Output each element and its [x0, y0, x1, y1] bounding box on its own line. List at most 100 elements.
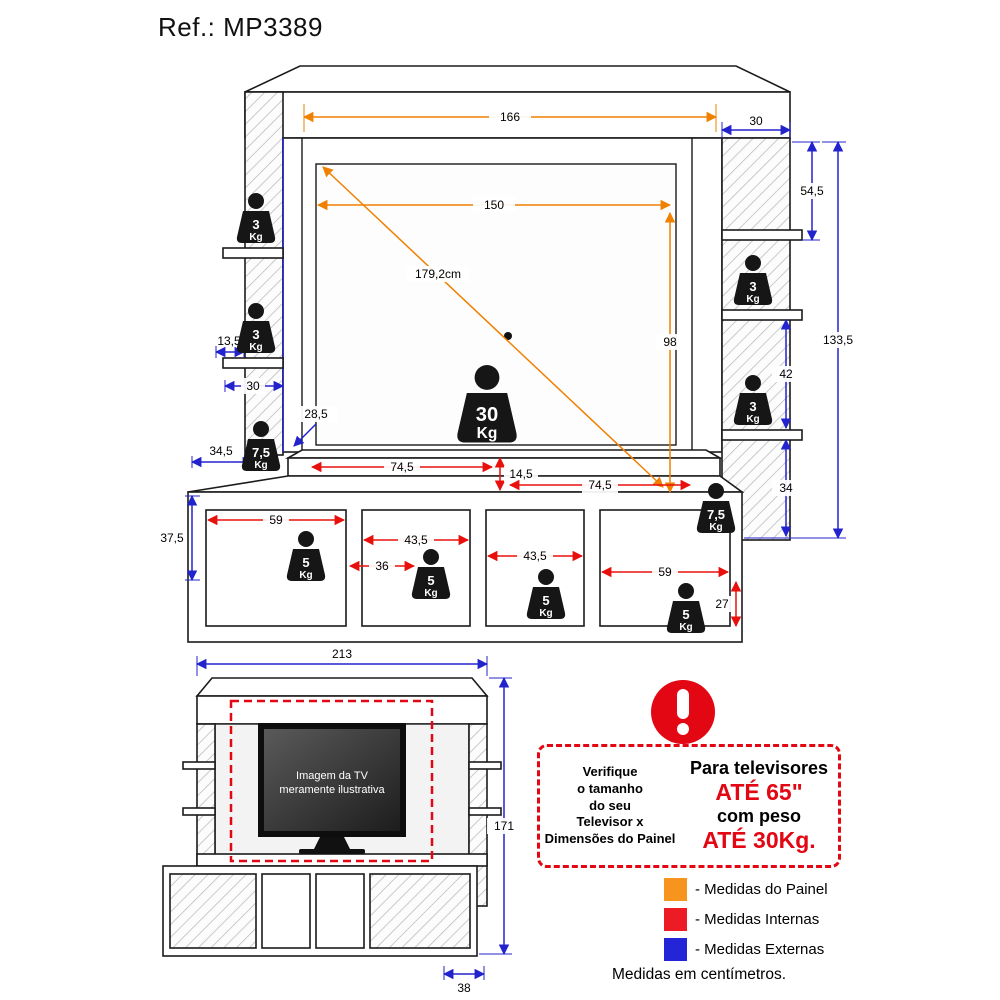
- right-total-label: 133,5: [823, 333, 853, 347]
- left-width-label: 30: [246, 379, 260, 393]
- comp4-width-label: 59: [658, 565, 672, 579]
- shelf-right-span-label: 74,5: [588, 478, 612, 492]
- panel-width-label: 166: [500, 110, 520, 124]
- legend: - Medidas do Painel - Medidas Internas -…: [664, 874, 828, 964]
- front-left-door: [169, 873, 257, 949]
- base-height-label: 37,5: [160, 531, 184, 545]
- front-width-dim: 213: [195, 647, 489, 676]
- tv-max-weight: ATÉ 30Kg.: [702, 827, 816, 854]
- comp3-width-dim: 43,5: [486, 548, 584, 564]
- tv-screen: [264, 729, 400, 831]
- alert-icon: [651, 680, 715, 744]
- external-dimensions: 30 54,5 133,5 42 34: [160, 114, 861, 582]
- page-title: Ref.: MP3389: [158, 12, 323, 42]
- front-depth-dim: 38: [442, 966, 486, 995]
- base-height-dim: 37,5: [160, 494, 200, 582]
- weight-icon-5kg: 5Kg: [526, 569, 566, 619]
- legend-internal-label: - Medidas Internas: [695, 910, 820, 928]
- svg-text:Kg: Kg: [249, 232, 262, 243]
- tv-placeholder-line1: Imagem da TV: [296, 770, 369, 782]
- right-depth-label: 30: [749, 114, 763, 128]
- panel-inner-height-label: 98: [663, 335, 677, 349]
- front-cubby-2: [315, 873, 365, 949]
- tv-max-size: ATÉ 65": [715, 778, 803, 805]
- right-upper-dim: 54,5: [792, 140, 831, 242]
- warning-line: Dimensões do Painel: [544, 831, 676, 847]
- panel-color-swatch: [664, 877, 687, 901]
- panel-inner-width-label: 150: [484, 198, 504, 212]
- internal-color-swatch: [664, 907, 687, 931]
- warning-line: Verifique: [582, 763, 638, 779]
- comp2-width-label: 43,5: [404, 533, 428, 547]
- internal-depth-dim: 36: [348, 558, 416, 574]
- shelf-left-span-label: 74,5: [390, 460, 414, 474]
- svg-text:Kg: Kg: [477, 425, 498, 442]
- right-shelf-2: [721, 309, 803, 321]
- left-inner-label: 28,5: [304, 407, 328, 421]
- front-cubby-1: [261, 873, 311, 949]
- front-right-door: [369, 873, 471, 949]
- tv-spec-intro: Para televisores: [689, 757, 829, 778]
- legend-row-internal: - Medidas Internas: [664, 904, 828, 934]
- left-base-depth-label: 34,5: [209, 444, 233, 458]
- svg-text:3: 3: [749, 279, 756, 294]
- left-shelf-depth-label: 13,5: [217, 334, 241, 348]
- weight-icon-5kg: 5Kg: [286, 531, 326, 581]
- right-mirror-panel: [721, 137, 791, 541]
- exclamation-dot: [677, 723, 689, 735]
- right-depth-dim: 30: [720, 114, 792, 138]
- shelf-left-span-dim: 74,5: [310, 459, 494, 475]
- internal-depth-label: 36: [375, 559, 389, 573]
- weight-icon-7-5kg: 7,5Kg: [241, 421, 281, 471]
- svg-text:Kg: Kg: [424, 588, 437, 599]
- weight-icon-3kg: 3Kg: [236, 193, 276, 243]
- svg-text:Kg: Kg: [254, 460, 267, 471]
- weight-icon-3kg: 3Kg: [236, 303, 276, 353]
- svg-text:Kg: Kg: [746, 414, 759, 425]
- units-note: Medidas em centímetros.: [612, 966, 787, 983]
- warning-line: do seu: [589, 797, 631, 813]
- weight-icon-3kg: 3Kg: [733, 255, 773, 305]
- front-height-dim: 171: [479, 676, 521, 956]
- front-view-diagram: Imagem da TV meramente ilustrativa 213 1…: [162, 647, 521, 995]
- weight-icon-3kg: 3Kg: [733, 375, 773, 425]
- svg-text:5: 5: [542, 593, 549, 608]
- comp1-width-dim: 59: [206, 512, 346, 528]
- weight-icon-5kg: 5Kg: [666, 583, 706, 633]
- svg-text:Kg: Kg: [679, 622, 692, 633]
- right-total-dim: 133,5: [744, 140, 861, 540]
- external-color-swatch: [664, 937, 687, 961]
- panel-dimensions: 166 150 98 179,2cm: [302, 104, 718, 494]
- svg-text:3: 3: [252, 327, 259, 342]
- tv-stand: [314, 837, 350, 849]
- weight-icon-5kg: 5Kg: [411, 549, 451, 599]
- left-shelf-1: [222, 247, 284, 259]
- exclamation-bar: [677, 689, 689, 719]
- left-inner-dim: 28,5: [293, 406, 338, 447]
- panel-diagonal-dim: 179,2cm: [322, 166, 664, 488]
- panel-width-dim: 166: [302, 104, 718, 132]
- internal-dimensions: 74,5 14,5 74,5 59 43,5: [206, 456, 742, 628]
- weight-icons: 3Kg 3Kg 3Kg 3Kg 7,5Kg 7,5Kg 30Kg 5Kg: [236, 193, 773, 633]
- warning-line: Televisor x: [576, 814, 644, 830]
- legend-row-external: - Medidas Externas: [664, 934, 828, 964]
- svg-text:30: 30: [476, 404, 498, 426]
- right-mid-label: 42: [779, 367, 793, 381]
- shelf-gap-dim: 14,5: [494, 456, 538, 492]
- shelf-gap-label: 14,5: [509, 467, 533, 481]
- svg-text:Kg: Kg: [249, 342, 262, 353]
- front-width-label: 213: [332, 647, 352, 661]
- front-depth-label: 38: [457, 981, 471, 995]
- left-shelf-2: [222, 357, 284, 369]
- legend-panel-label: - Medidas do Painel: [695, 880, 828, 898]
- svg-text:Kg: Kg: [709, 522, 722, 533]
- right-lower-label: 34: [779, 481, 793, 495]
- svg-text:5: 5: [682, 607, 689, 622]
- front-structure: Imagem da TV meramente ilustrativa: [162, 677, 502, 957]
- right-shelf-3: [721, 429, 803, 441]
- tv-placeholder-line2: meramente ilustrativa: [279, 784, 385, 796]
- shelf-right-span-dim: 74,5: [508, 477, 692, 493]
- warning-line: o tamanho: [577, 780, 643, 796]
- svg-text:Kg: Kg: [746, 294, 759, 305]
